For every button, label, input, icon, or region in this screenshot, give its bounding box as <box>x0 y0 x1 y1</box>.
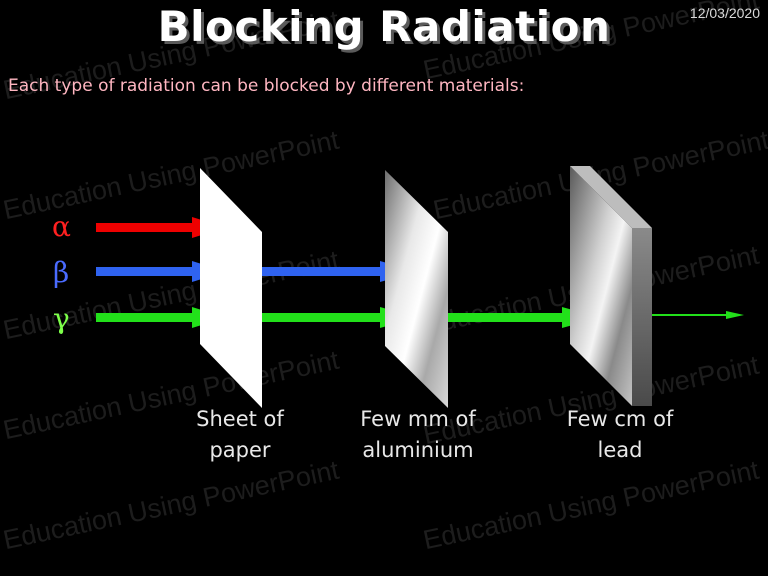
lead-caption: Few cm of lead <box>530 404 710 466</box>
slide-title: Blocking Radiation <box>157 2 611 51</box>
slide-date: 12/03/2020 <box>689 5 760 21</box>
gamma-arrow-shaft <box>96 313 200 322</box>
paper-sheet <box>200 168 262 408</box>
aluminium-sheet <box>385 170 448 408</box>
alpha-arrow-shaft <box>96 223 200 232</box>
aluminium-caption-line2: aluminium <box>362 438 474 462</box>
lead-caption-line1: Few cm of <box>566 407 674 431</box>
lead-block <box>570 166 652 406</box>
gamma-arrow-4 <box>652 311 744 319</box>
gamma-arrow-shaft <box>448 313 570 322</box>
lead-top-face <box>570 166 652 228</box>
lead-front-face <box>570 166 632 406</box>
alpha-symbol: α <box>52 210 71 243</box>
lead-caption-line2: lead <box>597 438 643 462</box>
beta-arrow-shaft <box>96 267 200 276</box>
gamma-arrow-shaft <box>262 313 388 322</box>
paper-caption-line1: Sheet of <box>196 407 284 431</box>
paper-caption-line2: paper <box>209 438 271 462</box>
intro-text: Each type of radiation can be blocked by… <box>8 76 525 96</box>
gamma-symbol: γ <box>53 302 70 335</box>
gamma-arrow-shaft <box>652 314 734 316</box>
paper-caption: Sheet of paper <box>150 404 330 466</box>
aluminium-caption: Few mm of aluminium <box>328 404 508 466</box>
lead-side-face <box>632 228 652 406</box>
beta-symbol: β <box>53 256 70 289</box>
aluminium-caption-line1: Few mm of <box>360 407 476 431</box>
beta-arrow-shaft <box>262 267 388 276</box>
gamma-arrow-head <box>726 311 744 319</box>
